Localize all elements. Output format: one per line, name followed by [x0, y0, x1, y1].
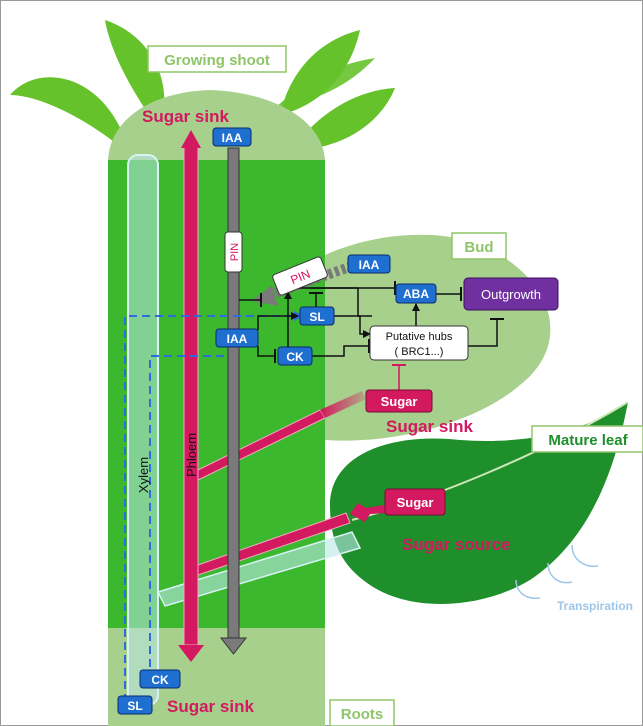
auxin-stream-arrowhead — [219, 637, 248, 655]
iaa-to-sl — [257, 312, 299, 330]
putative-hubs-line2: ( BRC1...) — [395, 346, 444, 358]
ck-mid-box — [277, 346, 313, 366]
bud-label-box — [451, 232, 507, 260]
sl-bottom-label: SL — [127, 699, 142, 713]
shoot-leaf-left — [10, 77, 130, 155]
putative-hubs-box — [369, 325, 469, 361]
growing-shoot-box — [147, 45, 287, 73]
outgrowth-box — [463, 277, 559, 311]
iaa-top-label: IAA — [222, 131, 243, 145]
iaa-mid-label: IAA — [227, 332, 248, 346]
sl-mid-box — [299, 306, 335, 326]
iaa-bud-box — [347, 254, 391, 274]
pin-bud-box — [272, 256, 328, 296]
shoot-leaf-right-top2 — [275, 58, 375, 108]
sugar-leaf-box — [384, 488, 446, 516]
iaa-to-ck — [257, 346, 276, 363]
growing-shoot-dome — [108, 90, 325, 160]
phloem-label: Phloem — [184, 433, 199, 477]
mature-leaf-label-box — [531, 425, 643, 453]
roots-label: Roots — [341, 706, 384, 723]
aba-label: ABA — [403, 287, 429, 301]
phloem-arrow-down — [178, 645, 204, 662]
mature-leaf-label: Mature leaf — [548, 432, 628, 449]
sugar-sink-bottom-label: Sugar sink — [167, 697, 254, 716]
xylem-tube — [127, 154, 159, 706]
sl-to-hubs — [334, 315, 371, 338]
transpiration-arc-1 — [571, 544, 599, 568]
auxin-stream — [227, 147, 240, 639]
sugar-leaf-arrow — [350, 503, 386, 522]
ck-bottom-label: CK — [151, 673, 169, 687]
aba-box — [395, 283, 437, 304]
pin-stem-label: PIN — [229, 243, 241, 261]
sugar-leaf-label: Sugar — [397, 495, 434, 510]
outgrowth-label: Outgrowth — [481, 287, 541, 302]
sugar-bud-box — [365, 389, 433, 413]
iaa-mid-box — [215, 328, 259, 348]
ck-to-hubs — [312, 339, 370, 357]
ck-transport-line — [149, 355, 225, 680]
sugar-sink-bud-label: Sugar sink — [386, 417, 473, 436]
iaa-top-box — [212, 127, 252, 147]
transpiration-arc-2 — [547, 562, 573, 584]
xylem-branch — [156, 531, 362, 607]
roots-label-box — [329, 699, 395, 726]
bud-label: Bud — [464, 239, 493, 256]
growing-shoot-label: Growing shoot — [164, 52, 270, 69]
shoot-leaf-center — [105, 20, 165, 130]
sugar-bud-label: Sugar — [381, 394, 418, 409]
putative-hubs-line1: Putative hubs — [386, 331, 453, 343]
sugar-source-label: Sugar source — [402, 535, 511, 554]
pin-stem-box — [224, 231, 243, 273]
pin-bud-label: PIN — [288, 267, 312, 287]
ck-bottom-box — [139, 669, 181, 689]
phloem-arrow-up — [181, 130, 201, 148]
xylem-label: Xylem — [136, 457, 151, 493]
ck-mid-label: CK — [286, 350, 304, 364]
iaa-bud-label: IAA — [359, 258, 380, 272]
phloem-branch-bud-fade — [320, 391, 366, 418]
sugar-sink-top-label: Sugar sink — [142, 107, 229, 126]
transpiration-label: Transpiration — [557, 599, 633, 613]
sl-mid-label: SL — [309, 310, 324, 324]
transpiration-arc-3 — [515, 579, 541, 600]
sl-bottom-box — [117, 695, 153, 715]
shoot-leaf-right-bottom — [292, 88, 395, 150]
phloem-tube — [183, 144, 199, 646]
hubs-to-outgrowth — [468, 318, 504, 347]
